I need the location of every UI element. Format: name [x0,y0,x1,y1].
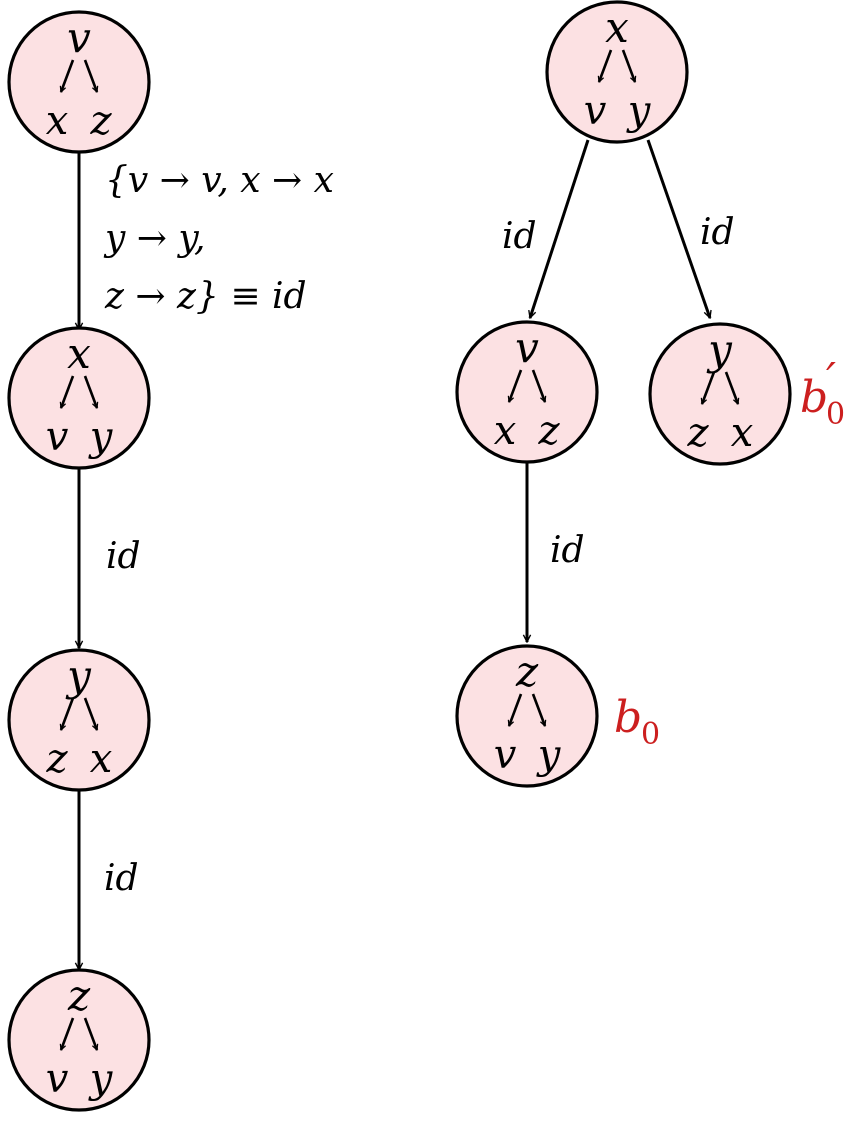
node-left-var: v [494,732,517,778]
node-top-var: y [706,325,733,374]
node-right-arrow [621,49,635,82]
node-left-arrow [61,375,75,408]
node-circle [455,320,599,464]
node-right-var: z [537,408,560,454]
tree-node-r3: y z x [648,322,792,466]
node-left-arrow [599,49,613,82]
node-top-var: v [67,13,91,62]
node-left-arrow [702,371,716,404]
node-top-var: x [605,3,629,52]
node-left-var: x [494,408,517,454]
mapping-line-1: {v → v, x → x [105,160,334,201]
node-right-arrow [724,371,738,404]
node-left-arrow [61,1017,75,1050]
node-right-var: y [626,88,652,134]
node-right-arrow [83,1017,97,1050]
tag-b0: b 0 [614,692,660,752]
edge-label-l3-l4: id [104,858,139,899]
node-right-arrow [531,693,545,726]
tree-node-l2: x v y [7,326,151,470]
node-top-var: z [67,971,91,1020]
node-circle [7,648,151,792]
node-left-var: v [584,88,607,134]
tag-b0-prime: b ′ 0 [800,354,845,432]
edge-r1-r3 [646,139,710,318]
tree-node-r1: x v y [545,0,689,144]
node-left-arrow [509,369,523,402]
node-circle [648,322,792,466]
node-right-arrow [83,59,97,92]
node-right-var: y [88,1056,114,1102]
node-circle [455,644,599,788]
node-circle [7,10,151,154]
tree-node-r4: z v y [455,644,599,788]
node-top-var: y [65,651,92,700]
tag-b0-sub: 0 [641,717,660,752]
tree-node-l3: y z x [7,648,151,792]
mapping-line-3: z → z} ≡ id [104,276,307,317]
node-top-var: x [67,329,91,378]
node-right-var: z [89,98,112,144]
node-left-arrow [509,693,523,726]
node-circle [7,326,151,470]
edge-label-r1-r3: id [700,212,735,253]
tree-node-l1: v x z [7,10,151,154]
tag-b0-base: b [614,692,642,743]
node-right-arrow [531,369,545,402]
edge-r1-r2 [530,139,590,318]
tag-b0-prime-base: b [800,372,828,423]
edge-label-r1-r2: id [502,216,537,257]
node-left-arrow [61,59,75,92]
edge-label-r2-r4: id [550,530,585,571]
node-right-var: y [536,732,562,778]
node-circle [7,968,151,1112]
node-left-var: v [46,414,69,460]
node-top-var: z [515,647,539,696]
node-left-var: z [686,410,709,456]
node-left-var: x [46,98,69,144]
tag-b0-prime-sub: 0 [826,397,845,432]
node-left-var: v [46,1056,69,1102]
node-right-arrow [83,697,97,730]
node-left-arrow [61,697,75,730]
node-top-var: v [515,323,539,372]
tree-node-r2: v x z [455,320,599,464]
node-circle [545,0,689,144]
node-left-var: z [45,736,68,782]
node-right-var: y [88,414,114,460]
node-right-var: x [90,736,113,782]
node-right-arrow [83,375,97,408]
tree-node-l4: z v y [7,968,151,1112]
node-right-var: x [731,410,754,456]
edge-label-l2-l3: id [106,536,141,577]
mapping-line-2: y → y, [103,218,205,259]
tag-b0-prime-mark: ′ [826,354,836,405]
